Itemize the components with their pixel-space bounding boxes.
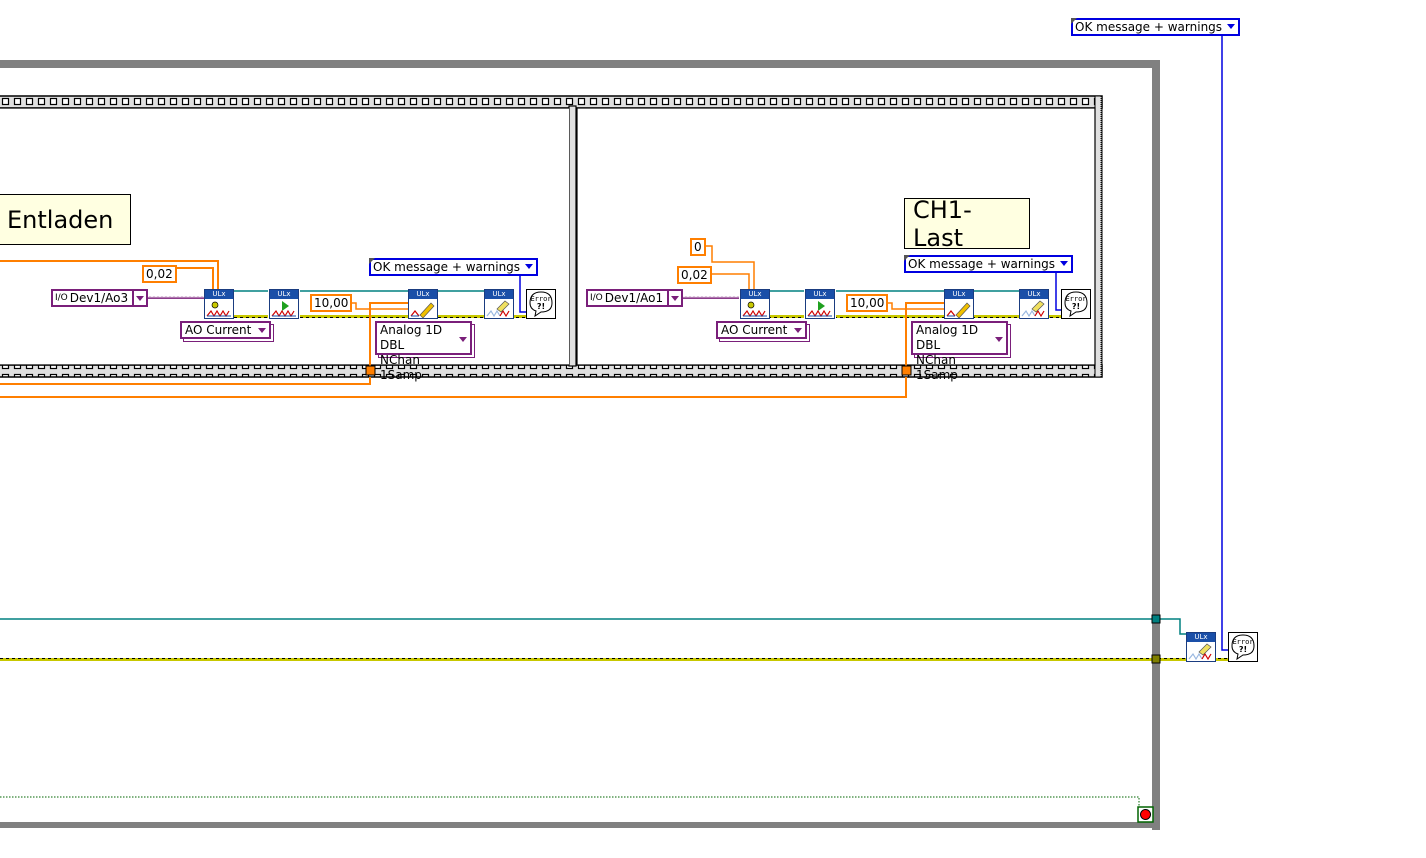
stop-condition-terminal[interactable] — [1137, 806, 1154, 823]
eraser-waveform-icon — [1188, 643, 1212, 661]
frame2-error-handler-mode-value: OK message + warnings — [908, 257, 1056, 271]
frame1-simple-error-handler[interactable]: Error?! — [526, 289, 556, 319]
chevron-down-icon[interactable] — [258, 328, 267, 333]
error-speech-bubble-icon: Error?! — [1064, 291, 1088, 318]
frame1-label: Entladen — [0, 194, 131, 245]
frame1-error-handler-mode-value: OK message + warnings — [373, 260, 521, 274]
error-speech-bubble-icon: Error?! — [1231, 634, 1255, 661]
frame1-write-mode-selector[interactable]: Analog 1D DBL NChan 1Samp — [375, 321, 472, 382]
frame2-label: CH1- Last — [904, 195, 1030, 252]
svg-text:Error: Error — [1232, 638, 1253, 646]
vi-header: ULx — [1020, 290, 1048, 299]
chevron-down-icon[interactable] — [995, 337, 1003, 342]
outer-simple-error-handler[interactable]: Error?! — [1228, 632, 1258, 662]
vi-header: ULx — [485, 290, 513, 299]
frame1-label-text: Entladen — [7, 205, 114, 234]
eraser-waveform-icon — [486, 300, 510, 318]
io-resource-icon: I/O — [55, 293, 68, 303]
play-waveform-icon — [807, 301, 832, 318]
chevron-down-icon[interactable] — [525, 264, 534, 269]
outer-error-handler-mode-value: OK message + warnings — [1075, 20, 1223, 34]
frame2-timeout-constant[interactable]: 10,00 — [846, 294, 889, 312]
frame2-clear-task-vi[interactable]: ULx — [1019, 289, 1049, 319]
chevron-down-icon[interactable] — [794, 328, 803, 333]
gear-waveform-icon — [742, 301, 767, 318]
frame1-channel-type-value: AO Current — [185, 323, 252, 337]
chevron-down-icon[interactable] — [136, 296, 145, 301]
frame1-write-vi[interactable]: ULx — [408, 289, 438, 319]
frame2-start-task-vi[interactable]: ULx — [805, 289, 835, 319]
frame2-initial-value-constant[interactable]: 0 — [690, 238, 706, 256]
frame2-sample-rate-constant[interactable]: 0,02 — [677, 266, 712, 284]
frame1-clear-task-vi[interactable]: ULx — [484, 289, 514, 319]
frame2-write-mode-line2: NChan 1Samp — [916, 353, 958, 382]
error-speech-bubble-icon: Error?! — [529, 291, 553, 318]
play-waveform-icon — [271, 301, 296, 318]
frame2-channel-type-value: AO Current — [721, 323, 788, 337]
stop-sign-icon — [1140, 809, 1151, 820]
frame2-tunnel — [901, 365, 912, 376]
outer-clear-task-vi[interactable]: ULx — [1186, 632, 1216, 662]
vi-header: ULx — [270, 290, 298, 299]
outer-error-handler-mode[interactable]: OK message + warnings — [1071, 18, 1241, 36]
frame2-error-handler-mode[interactable]: OK message + warnings — [904, 255, 1074, 273]
vi-header: ULx — [741, 290, 769, 299]
svg-text:Error: Error — [1065, 295, 1086, 303]
while-loop[interactable] — [0, 60, 1160, 830]
frame1-write-mode-line2: NChan 1Samp — [380, 353, 422, 382]
error-loop-tunnel — [1151, 654, 1161, 664]
frame1-tunnel — [365, 365, 376, 376]
frame1-sample-rate-constant[interactable]: 0,02 — [142, 265, 177, 283]
frame2-write-vi[interactable]: ULx — [944, 289, 974, 319]
gear-waveform-icon — [206, 301, 231, 318]
chevron-down-icon[interactable] — [459, 337, 467, 342]
svg-text:?!: ?! — [1072, 302, 1080, 311]
vi-header: ULx — [205, 290, 233, 299]
svg-text:?!: ?! — [1239, 645, 1247, 654]
frame2-wires — [0, 245, 1061, 398]
io-resource-icon: I/O — [590, 293, 603, 303]
frame2-physical-channel-value: Dev1/Ao1 — [604, 291, 664, 305]
vi-header: ULx — [806, 290, 834, 299]
frame1-error-handler-mode[interactable]: OK message + warnings — [369, 258, 539, 276]
frame2-write-mode-line1: Analog 1D DBL — [916, 323, 979, 352]
svg-text:?!: ?! — [537, 302, 545, 311]
chevron-down-icon[interactable] — [1227, 24, 1236, 29]
frame2-label-text: CH1- Last — [913, 195, 972, 252]
eraser-waveform-icon — [1021, 300, 1045, 318]
frame2-simple-error-handler[interactable]: Error?! — [1061, 289, 1091, 319]
frame1-timeout-constant[interactable]: 10,00 — [310, 294, 353, 312]
chevron-down-icon[interactable] — [671, 296, 680, 301]
frame2-channel-type-selector[interactable]: AO Current — [716, 321, 808, 339]
vi-header: ULx — [1187, 633, 1215, 642]
frame1-start-task-vi[interactable]: ULx — [269, 289, 299, 319]
frame1-channel-type-selector[interactable]: AO Current — [180, 321, 272, 339]
frame2-create-channel-vi[interactable]: ULx — [740, 289, 770, 319]
chevron-down-icon[interactable] — [1060, 261, 1069, 266]
pencil-waveform-icon — [946, 302, 971, 319]
frame1-write-mode-line1: Analog 1D DBL — [380, 323, 443, 352]
frame1-physical-channel-value: Dev1/Ao3 — [69, 291, 129, 305]
pencil-waveform-icon — [410, 302, 435, 319]
vi-header: ULx — [409, 290, 437, 299]
vi-header: ULx — [945, 290, 973, 299]
frame1-create-channel-vi[interactable]: ULx — [204, 289, 234, 319]
task-loop-tunnel — [1151, 614, 1161, 624]
frame2-write-mode-selector[interactable]: Analog 1D DBL NChan 1Samp — [911, 321, 1008, 382]
svg-text:Error: Error — [530, 295, 551, 303]
